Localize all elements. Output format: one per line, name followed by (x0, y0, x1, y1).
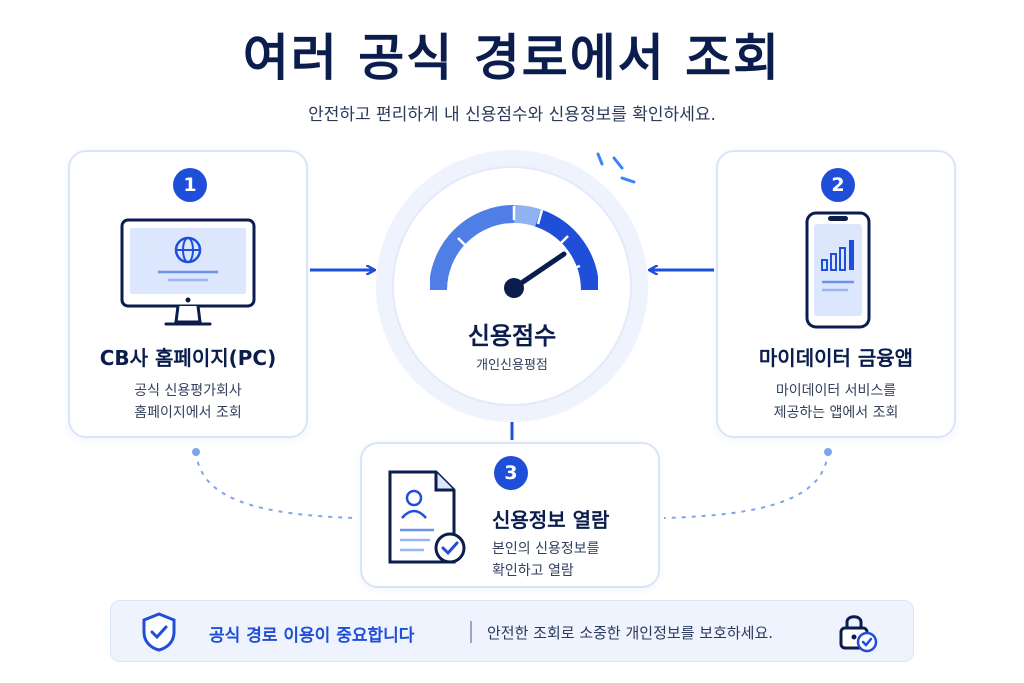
card-desc-info: 본인의 신용정보를 확인하고 열람 (492, 541, 600, 579)
step-badge-3: 3 (494, 456, 528, 490)
banner-divider (470, 621, 472, 643)
dashed-link-right (663, 451, 829, 519)
card-mydata-app: 2 마이데이터 금융앱 마이데이터 서비스를 제공하는 앱에서 조회 (716, 150, 956, 438)
step-badge-2: 2 (821, 168, 855, 202)
shield-check-icon (141, 612, 177, 656)
card-title-info: 신용정보 열람 (492, 508, 610, 532)
step-badge-1: 1 (173, 168, 207, 202)
banner-heading: 공식 경로 이용이 중요합니다 (209, 626, 415, 646)
document-check-icon (384, 468, 474, 572)
banner-text: 안전한 조회로 소중한 개인정보를 보호하세요. (487, 624, 774, 642)
credit-score-gauge: 신용점수 개인신용평점 (376, 150, 648, 422)
card-credit-info: 3 신용정보 열람 본인의 신용정보를 확인하고 열람 (360, 442, 660, 588)
center-subtitle: 개인신용평점 (476, 358, 548, 373)
card-desc-cb: 공식 신용평가회사 홈페이지에서 조회 (134, 383, 242, 421)
card-title-cb: CB사 홈페이지(PC) (99, 346, 277, 370)
card-title-mydata: 마이데이터 금융앱 (758, 346, 914, 370)
notice-banner: 공식 경로 이용이 중요합니다 안전한 조회로 소중한 개인정보를 보호하세요. (110, 600, 914, 662)
card-desc-mydata: 마이데이터 서비스를 제공하는 앱에서 조회 (773, 383, 899, 421)
smartphone-chart-icon (804, 210, 872, 334)
page-subtitle: 안전하고 편리하게 내 신용점수와 신용정보를 확인하세요. (308, 105, 716, 125)
dashed-link-left (195, 451, 357, 519)
desktop-globe-icon (120, 218, 256, 334)
lock-check-icon (835, 610, 879, 658)
sparkle-icon (596, 152, 636, 184)
card-cb-homepage: 1 CB사 홈페이지(PC) 공식 신용평가회사 홈페이지에서 조회 (68, 150, 308, 438)
speedometer-icon (430, 205, 598, 298)
center-title: 신용점수 (467, 322, 557, 350)
page-title: 여러 공식 경로에서 조회 (242, 29, 782, 87)
